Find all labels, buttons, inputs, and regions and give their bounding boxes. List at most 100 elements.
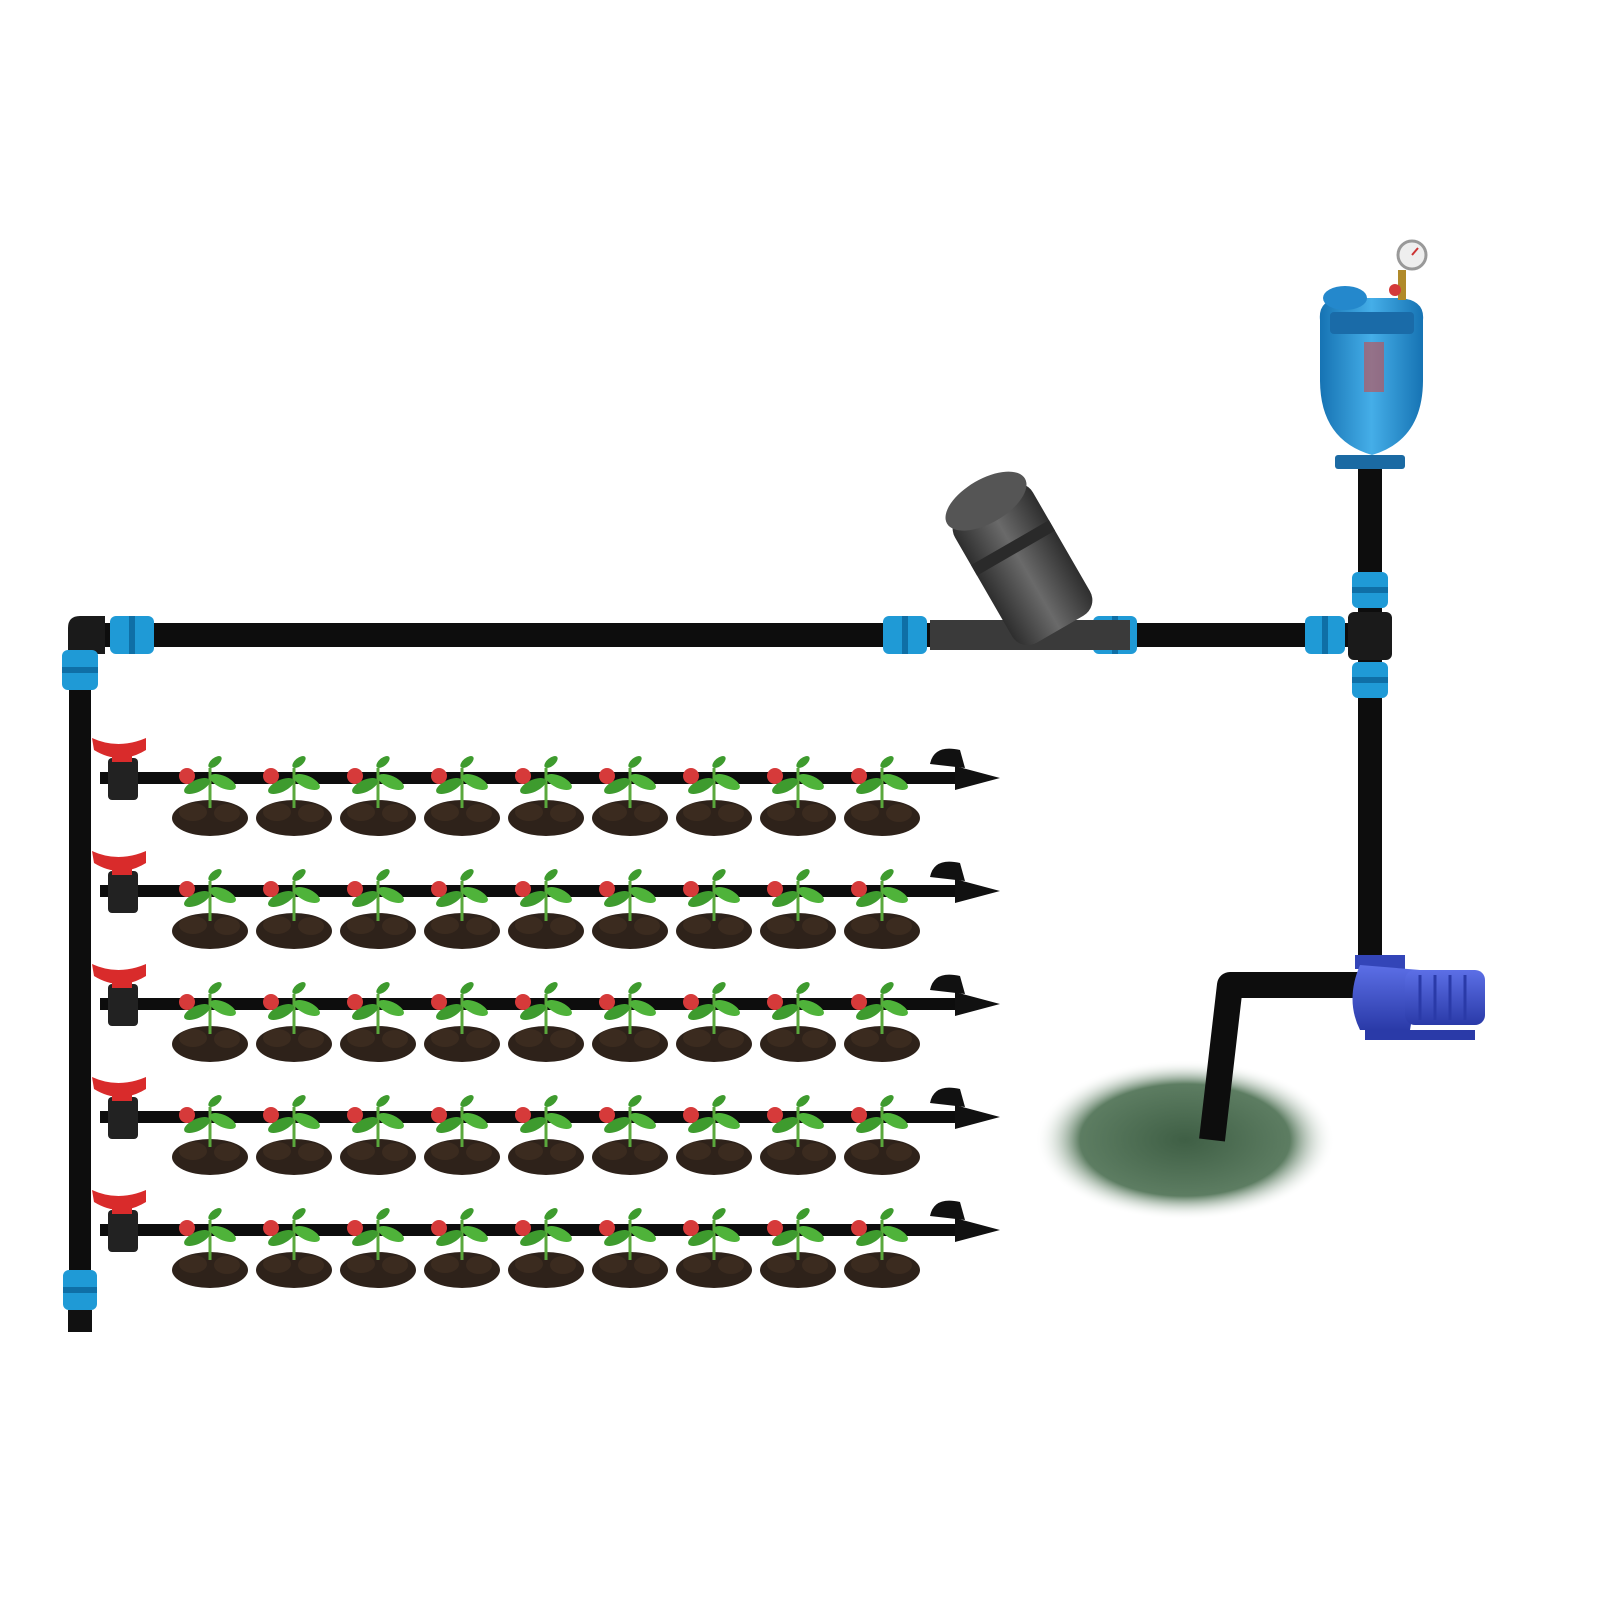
lateral-line: [92, 738, 1000, 836]
ball-valve-icon[interactable]: [92, 1190, 146, 1252]
plant-unit: [424, 982, 500, 1062]
ball-valve-icon[interactable]: [92, 851, 146, 913]
seedling-icon: [604, 1095, 656, 1147]
coupling-icon: [110, 616, 154, 654]
pressure-gauge-icon: [1389, 239, 1428, 300]
seedling-icon: [688, 1095, 740, 1147]
plant-unit: [676, 756, 752, 836]
seedling-icon: [856, 869, 908, 921]
seedling-icon: [688, 982, 740, 1034]
seedling-icon: [436, 756, 488, 808]
end-cap-icon: [68, 1310, 92, 1332]
soil-mound: [340, 913, 416, 949]
soil-mound: [760, 1026, 836, 1062]
plant-unit: [844, 1208, 920, 1288]
coupling-icon: [1352, 572, 1388, 608]
soil-mound: [340, 1252, 416, 1288]
tee-fitting: [1348, 612, 1392, 660]
soil-mound: [424, 1252, 500, 1288]
soil-mound: [340, 1026, 416, 1062]
soil-mound: [256, 913, 332, 949]
dripper-icon: [683, 1107, 699, 1123]
seedling-icon: [184, 756, 236, 808]
plant-unit: [172, 982, 248, 1062]
seedling-icon: [352, 869, 404, 921]
soil-mound: [424, 800, 500, 836]
plant-unit: [592, 1208, 668, 1288]
dripper-icon: [599, 994, 615, 1010]
seedling-icon: [184, 1095, 236, 1147]
soil-mound: [760, 1139, 836, 1175]
dripper-icon: [347, 994, 363, 1010]
dripper-icon: [515, 994, 531, 1010]
plant-unit: [592, 869, 668, 949]
seedling-icon: [184, 869, 236, 921]
centrifugal-pump-icon: [1352, 955, 1485, 1040]
plant-unit: [844, 982, 920, 1062]
soil-mound: [676, 1139, 752, 1175]
lateral-line: [92, 1077, 1000, 1175]
dripper-icon: [683, 768, 699, 784]
dripper-icon: [767, 1107, 783, 1123]
ball-valve-icon[interactable]: [92, 738, 146, 800]
dripper-icon: [431, 1220, 447, 1236]
seedling-icon: [352, 1208, 404, 1260]
plant-unit: [508, 1095, 584, 1175]
coupling-icon: [1352, 662, 1388, 698]
plant-unit: [256, 1208, 332, 1288]
dripper-icon: [263, 768, 279, 784]
dripper-icon: [683, 881, 699, 897]
dripper-icon: [851, 1220, 867, 1236]
seedling-icon: [352, 1095, 404, 1147]
plant-unit: [256, 869, 332, 949]
dripper-icon: [347, 881, 363, 897]
elbow-fitting: [68, 616, 105, 654]
seedling-icon: [436, 869, 488, 921]
lateral-line: [92, 851, 1000, 949]
ball-valve-icon[interactable]: [92, 964, 146, 1026]
soil-mound: [424, 1026, 500, 1062]
soil-mound: [256, 800, 332, 836]
soil-mound: [256, 1026, 332, 1062]
soil-mound: [172, 1026, 248, 1062]
seedling-icon: [268, 1208, 320, 1260]
dripper-icon: [347, 768, 363, 784]
dripper-icon: [851, 994, 867, 1010]
soil-mound: [844, 1139, 920, 1175]
seedling-icon: [268, 982, 320, 1034]
ball-valve-icon[interactable]: [92, 1077, 146, 1139]
coupling-icon: [1305, 616, 1345, 654]
seedling-icon: [604, 869, 656, 921]
dripper-icon: [263, 1220, 279, 1236]
end-plug-icon: [930, 974, 1000, 1016]
seedling-icon: [268, 756, 320, 808]
plant-unit: [676, 982, 752, 1062]
seedling-icon: [604, 756, 656, 808]
plant-unit: [760, 1208, 836, 1288]
dripper-icon: [599, 768, 615, 784]
end-plug-icon: [930, 1200, 1000, 1242]
plant-unit: [172, 756, 248, 836]
plant-unit: [172, 1095, 248, 1175]
plant-unit: [592, 1095, 668, 1175]
seedling-icon: [436, 982, 488, 1034]
water-pool-icon: [1035, 1060, 1335, 1220]
seedling-icon: [856, 1208, 908, 1260]
dripper-icon: [179, 994, 195, 1010]
seedling-icon: [772, 982, 824, 1034]
plant-unit: [508, 756, 584, 836]
plant-unit: [592, 756, 668, 836]
plant-unit: [256, 1095, 332, 1175]
seedling-icon: [688, 756, 740, 808]
soil-mound: [256, 1252, 332, 1288]
plant-unit: [676, 1208, 752, 1288]
dripper-icon: [851, 881, 867, 897]
soil-mound: [508, 1252, 584, 1288]
plant-unit: [592, 982, 668, 1062]
lateral-line: [92, 1190, 1000, 1288]
soil-mound: [592, 913, 668, 949]
plant-unit: [424, 869, 500, 949]
lateral-lines: [92, 738, 1000, 1288]
soil-mound: [760, 913, 836, 949]
